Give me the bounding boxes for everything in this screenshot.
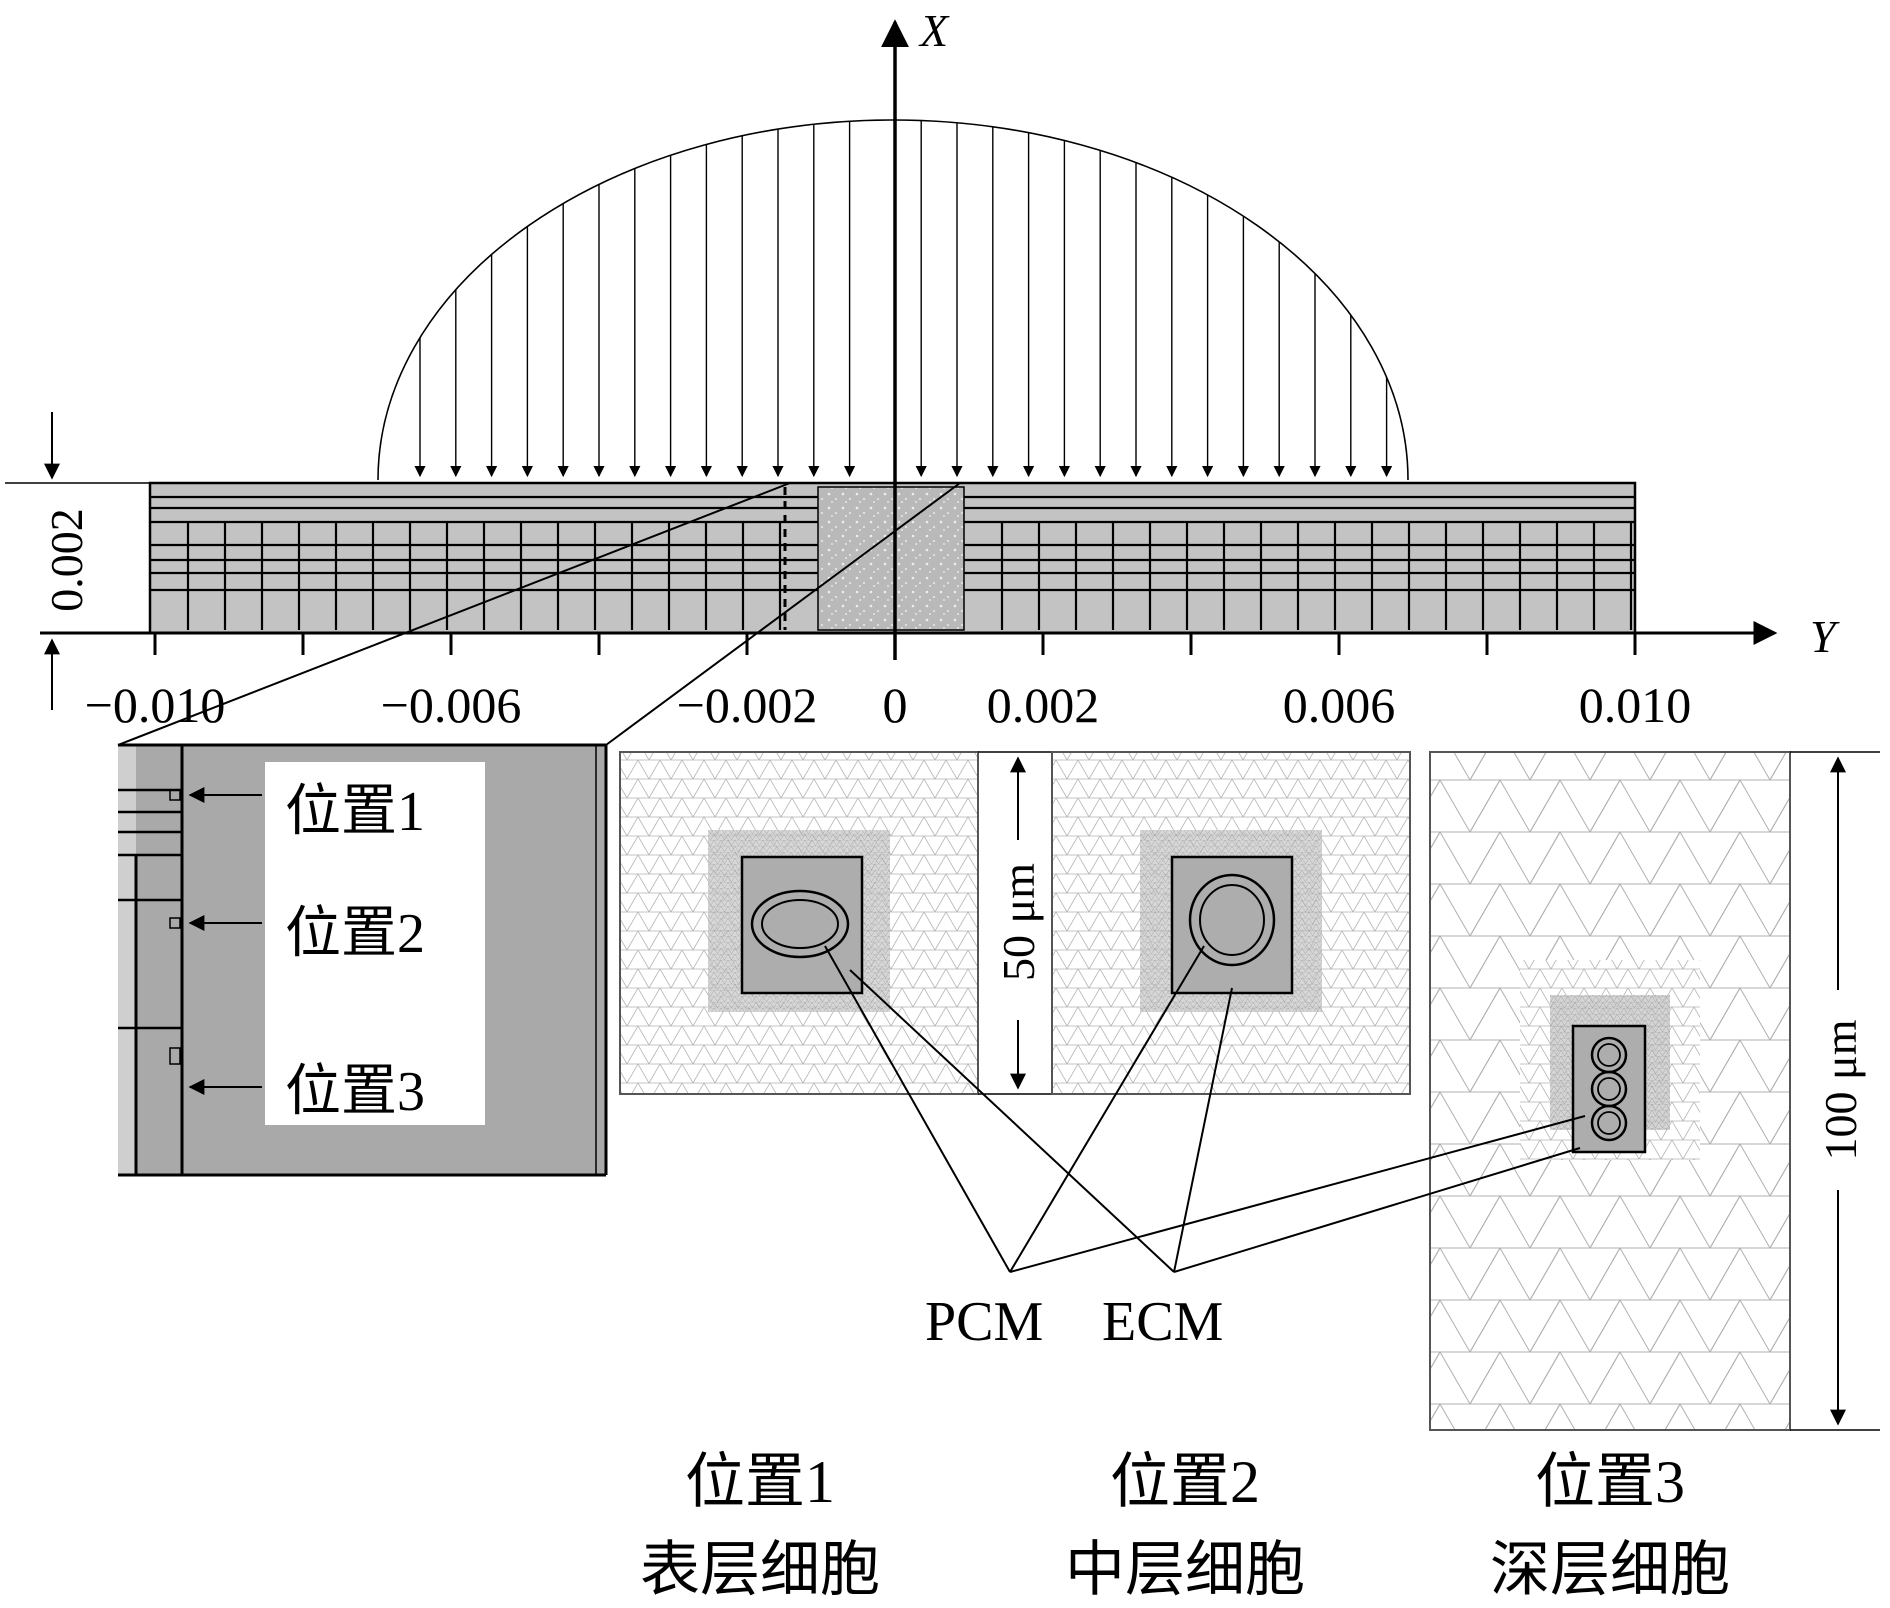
mesh-columns — [186, 522, 1633, 630]
dimension-50um-label: 50 μm — [993, 863, 1044, 981]
dimension-50um: 50 μm — [978, 751, 1052, 1095]
matrix-callouts: PCM ECM — [824, 945, 1586, 1353]
tick-label: 0.010 — [1579, 677, 1692, 733]
tick-label: −0.002 — [677, 677, 818, 733]
dimension-100um-label: 100 μm — [1815, 1019, 1866, 1160]
thickness-label: 0.002 — [41, 508, 92, 612]
load-semicircle — [377, 119, 1409, 481]
caption-position-2: 位置2 — [1110, 1449, 1260, 1515]
mesh-panel-deep — [1429, 751, 1791, 1431]
caption-cell-type-2: 中层细胞 — [1065, 1537, 1305, 1603]
dimension-100um: 100 μm — [1790, 751, 1880, 1431]
zoom-label-position-3: 位置3 — [285, 1061, 425, 1123]
center-cell-region — [817, 486, 965, 631]
tick-label: 0 — [883, 677, 908, 733]
thickness-dimension: 0.002 — [5, 412, 150, 710]
y-axis-label: Y — [1810, 611, 1840, 662]
caption-cell-type-3: 深层细胞 — [1490, 1537, 1730, 1603]
load-arrows — [414, 120, 1393, 478]
position-label-box — [265, 762, 485, 1125]
zoom-panel: 位置1 位置2 位置3 — [118, 743, 608, 1177]
zoom-label-position-1: 位置1 — [285, 781, 425, 843]
tick-marks — [153, 633, 1637, 655]
mesh-panel-middle — [1051, 751, 1411, 1095]
tick-label: 0.006 — [1283, 677, 1396, 733]
mesh-panel-surface — [619, 751, 979, 1095]
tissue-block — [148, 481, 1637, 635]
pcm-label: PCM — [925, 1291, 1043, 1353]
tick-label: −0.010 — [85, 677, 226, 733]
caption-cell-type-1: 表层细胞 — [640, 1537, 880, 1603]
load-distribution — [377, 119, 1409, 481]
tick-label: −0.006 — [381, 677, 522, 733]
ecm-label: ECM — [1102, 1291, 1223, 1353]
caption-position-3: 位置3 — [1535, 1449, 1685, 1515]
caption-position-1: 位置1 — [685, 1449, 835, 1515]
zoom-label-position-2: 位置2 — [285, 903, 425, 965]
tick-label: 0.002 — [987, 677, 1100, 733]
x-axis-label: X — [918, 5, 950, 56]
axes: X Y — [40, 5, 1840, 662]
zoom-connectors — [117, 482, 961, 746]
captions: 位置1 表层细胞 位置2 中层细胞 位置3 深层细胞 — [640, 1449, 1730, 1603]
